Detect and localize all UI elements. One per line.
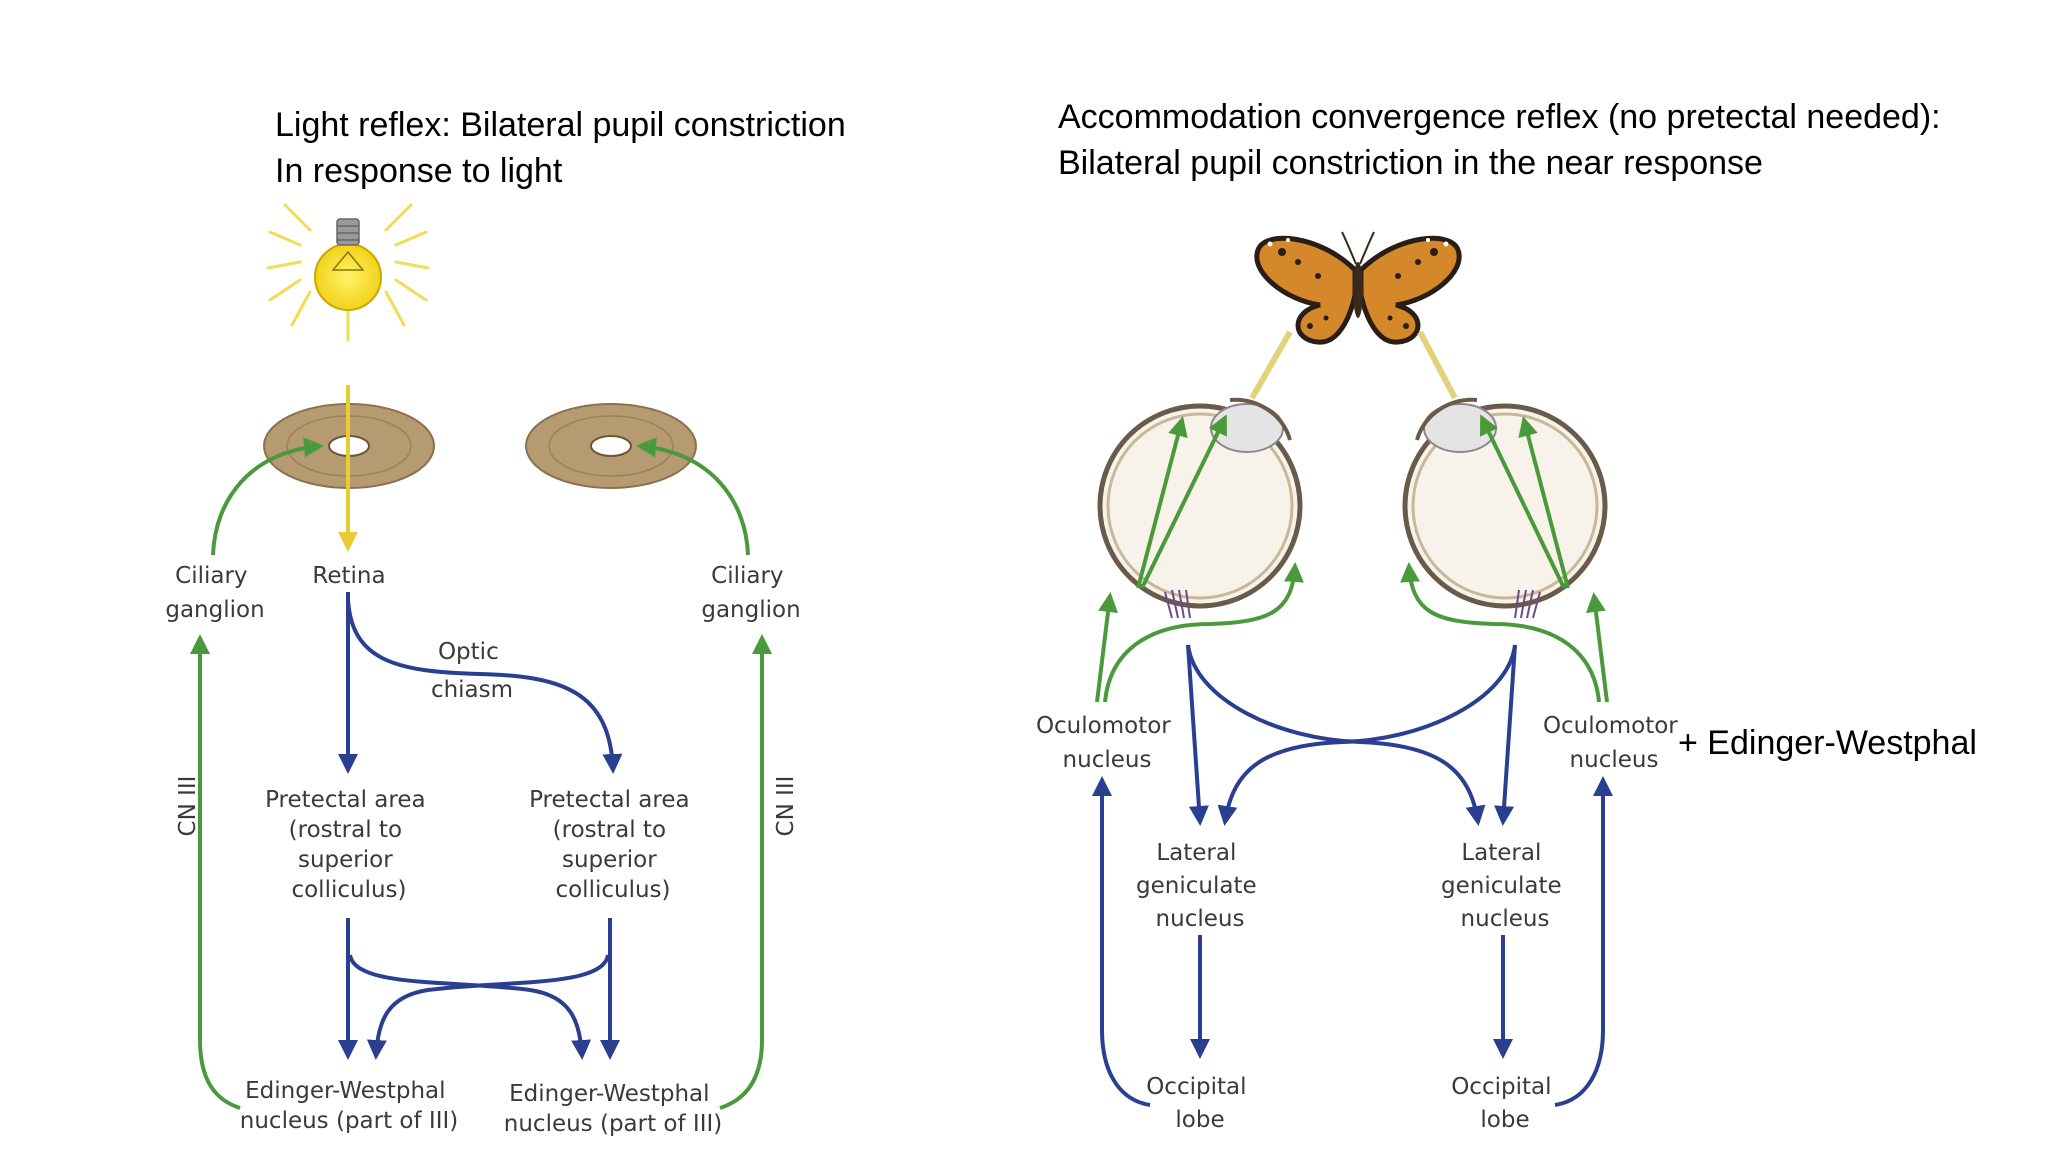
- optic-chiasm-crossing-arrow: [346, 599, 623, 774]
- accommodation-reflex-caption: Accommodation convergence reflex (no pre…: [1058, 94, 1941, 186]
- oculomotor-right-to-eye-arrow: [1586, 592, 1609, 703]
- occipital-lobe-left-label: Occipital lobe: [1146, 1074, 1254, 1133]
- ciliary-ganglion-left-label: Ciliary ganglion: [165, 563, 264, 623]
- left-eye: [1097, 397, 1303, 619]
- ciliary-ganglion-right-label: Ciliary ganglion: [701, 563, 800, 623]
- lateral-geniculate-right-label: Lateral geniculate nucleus: [1441, 840, 1569, 932]
- right-eye-to-lgn-right-arrow: [1494, 644, 1517, 826]
- accommodation-reflex-diagram: Oculomotor nucleus Oculomotor nucleus La…: [1036, 231, 1685, 1133]
- oculomotor-left-to-lens-b-arrow: [1140, 414, 1227, 589]
- pretectal-right-to-ew-left-arrow: [366, 954, 610, 1060]
- right-eye-to-lgn-left-arrow: [1217, 644, 1517, 826]
- occipital-left-to-oculomotor-arrow: [1092, 776, 1151, 1107]
- oculomotor-left-to-lens-a-arrow: [1136, 416, 1188, 589]
- cn-iii-left-label: CN III: [175, 776, 201, 837]
- pretectal-area-right-label: Pretectal area (rostral to superior coll…: [529, 787, 697, 903]
- right-sight-line: [1417, 330, 1458, 400]
- pretectal-area-left-label: Pretectal area (rostral to superior coll…: [265, 787, 433, 903]
- ciliary-to-right-iris-arrow: [636, 437, 750, 556]
- butterfly-icon: [1254, 231, 1462, 345]
- light-reflex-caption: Light reflex: Bilateral pupil constricti…: [275, 102, 846, 194]
- occipital-right-to-oculomotor-arrow: [1554, 776, 1613, 1107]
- cn3-left-to-ciliary-arrow: [190, 634, 241, 1110]
- edinger-westphal-note: + Edinger-Westphal: [1678, 724, 1977, 762]
- lateral-geniculate-left-label: Lateral geniculate nucleus: [1136, 840, 1264, 932]
- cn-iii-right-label: CN III: [773, 776, 799, 837]
- oculomotor-nucleus-left-label: Oculomotor nucleus: [1036, 713, 1178, 773]
- light-reflex-diagram: Ciliary ganglion Retina Ciliary ganglion…: [165, 203, 801, 1137]
- light-bulb-icon: [266, 203, 430, 342]
- edinger-westphal-right-label: Edinger-Westphal nucleus (part of III): [504, 1081, 722, 1137]
- pretectal-left-to-ew-right-arrow: [348, 954, 592, 1060]
- ciliary-to-left-iris-arrow: [211, 437, 324, 556]
- edinger-westphal-left-label: Edinger-Westphal nucleus (part of III): [240, 1078, 458, 1134]
- oculomotor-right-to-lens-a-arrow: [1518, 416, 1570, 589]
- left-sight-line: [1249, 330, 1293, 400]
- left-eye-to-lgn-left-arrow: [1186, 644, 1209, 826]
- right-eye: [1402, 397, 1608, 619]
- caption-line: Light reflex: Bilateral pupil constricti…: [275, 106, 846, 144]
- right-iris: [525, 403, 697, 489]
- cn3-right-to-ciliary-arrow: [719, 634, 772, 1110]
- oculomotor-nucleus-right-label: Oculomotor nucleus: [1543, 713, 1685, 773]
- occipital-lobe-right-label: Occipital lobe: [1451, 1074, 1559, 1133]
- oculomotor-right-to-medial-eye-arrow: [1400, 562, 1601, 703]
- caption-line: In response to light: [275, 152, 563, 190]
- oculomotor-right-to-lens-b-arrow: [1479, 414, 1566, 589]
- oculomotor-left-to-lateral-eye-arrow: [1103, 562, 1304, 703]
- caption-line: Accommodation convergence reflex (no pre…: [1058, 98, 1941, 136]
- oculomotor-left-to-eye-arrow: [1095, 592, 1118, 703]
- caption-line: Bilateral pupil constriction in the near…: [1058, 144, 1763, 182]
- retina-label: Retina: [312, 563, 385, 589]
- optic-chiasm-label: Optic chiasm: [431, 639, 513, 703]
